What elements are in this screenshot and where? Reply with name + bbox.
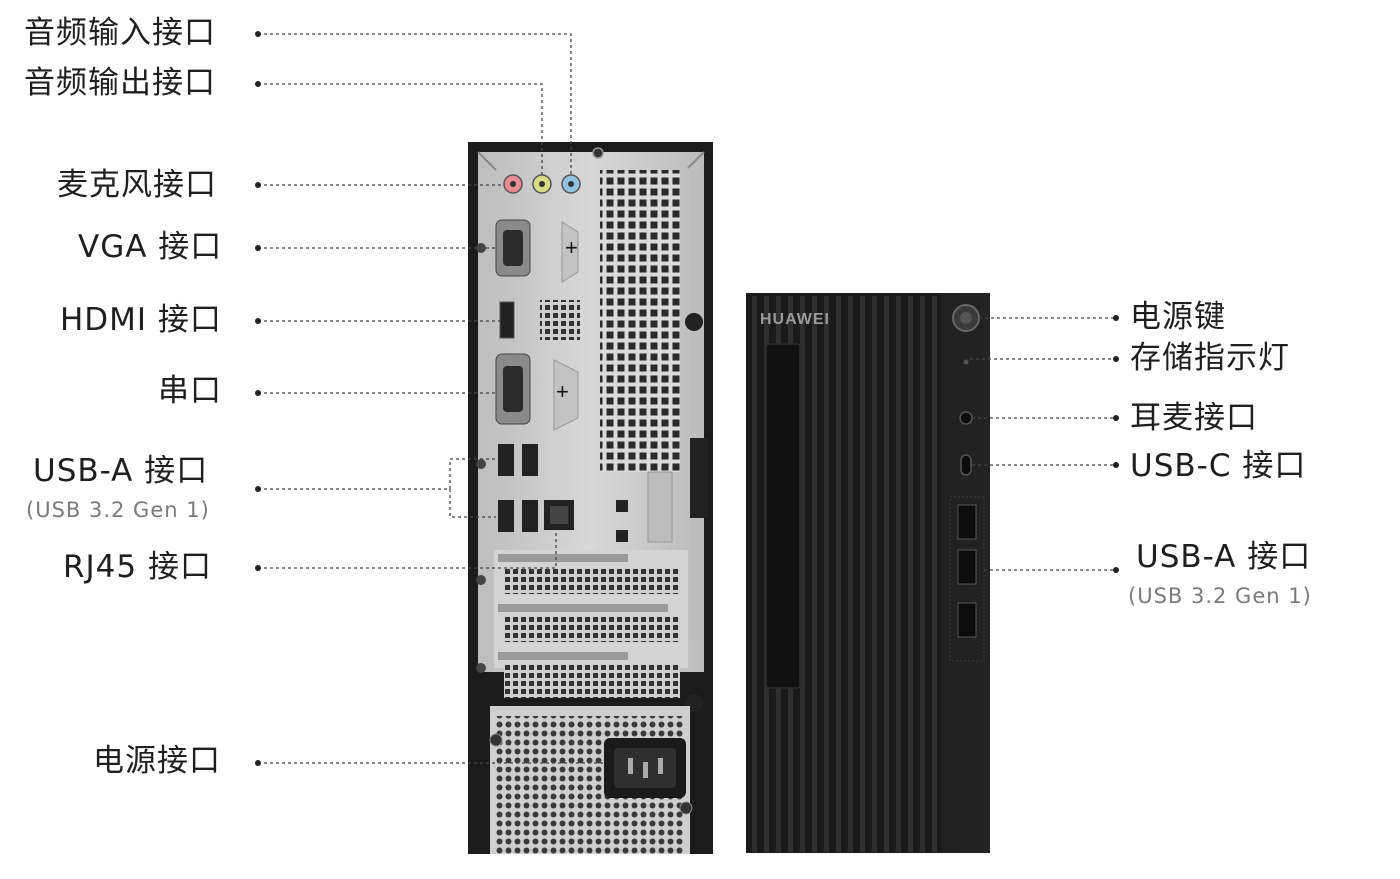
label-power-port: 电源接口 xyxy=(93,743,221,779)
rear-usb-ports xyxy=(476,444,538,532)
front-controls xyxy=(949,304,985,662)
label-usb-a-front: USB-A 接口 xyxy=(1136,539,1312,575)
serial-port: + xyxy=(495,353,579,431)
front-slat xyxy=(836,296,841,852)
leader-power-key-dot xyxy=(1113,315,1119,321)
label-rj45: RJ45 接口 xyxy=(63,549,212,585)
leader-usb-a-front-dot xyxy=(1113,567,1119,573)
front-slat xyxy=(872,296,877,852)
label-vga: VGA 接口 xyxy=(78,229,223,265)
leader-audio-out xyxy=(258,83,543,176)
front-slat xyxy=(848,296,853,852)
leader-usb-c-dot xyxy=(1113,462,1119,468)
leader-rj45-dot xyxy=(255,565,261,571)
expansion-slots xyxy=(476,550,688,698)
front-slat xyxy=(908,296,913,852)
brand-logo: HUAWEI xyxy=(760,311,830,328)
psu-section xyxy=(489,706,693,854)
front-chassis xyxy=(746,293,990,853)
front-slat xyxy=(752,296,757,852)
hdmi-port xyxy=(499,300,580,340)
label-usb-a-rear-sub: (USB 3.2 Gen 1) xyxy=(26,498,210,522)
leader-serial-dot xyxy=(255,390,261,396)
label-mic: 麦克风接口 xyxy=(57,167,217,203)
front-slat xyxy=(920,296,925,852)
front-slat xyxy=(896,296,901,852)
front-slat xyxy=(884,296,889,852)
front-slat xyxy=(860,296,865,852)
leader-storage-led-dot xyxy=(1113,356,1119,362)
svg-text:+: + xyxy=(565,235,578,260)
leader-usb-a-rear xyxy=(258,458,496,490)
leader-dots xyxy=(255,31,1119,766)
label-serial: 串口 xyxy=(158,373,222,409)
leader-audio-in xyxy=(258,33,572,176)
rear-vent-grill xyxy=(600,170,708,712)
label-audio-in: 音频输入接口 xyxy=(24,15,216,51)
leader-power-port-dot xyxy=(255,760,261,766)
leader-headset-dot xyxy=(1113,415,1119,421)
rj45-port xyxy=(544,500,574,530)
label-headset: 耳麦接口 xyxy=(1130,400,1258,436)
leader-lines xyxy=(258,33,1116,764)
leader-usb-a-rear-dot xyxy=(255,486,261,492)
leader-mic-dot xyxy=(255,182,261,188)
label-usb-a-rear: USB-A 接口 xyxy=(33,453,209,489)
label-usb-c: USB-C 接口 xyxy=(1130,448,1307,484)
leader-audio-out-dot xyxy=(255,81,261,87)
leader-audio-in-dot xyxy=(255,31,261,37)
svg-text:+: + xyxy=(556,379,569,404)
front-slat xyxy=(812,296,817,852)
label-hdmi: HDMI 接口 xyxy=(60,302,222,338)
front-slat xyxy=(824,296,829,852)
vga-port: + xyxy=(476,219,579,283)
leader-hdmi-dot xyxy=(255,318,261,324)
front-slat xyxy=(932,296,937,852)
label-audio-out: 音频输出接口 xyxy=(24,65,216,101)
label-storage-led: 存储指示灯 xyxy=(1130,340,1290,376)
leader-vga-dot xyxy=(255,245,261,251)
audio-jacks xyxy=(503,174,581,194)
label-power-key: 电源键 xyxy=(1130,299,1226,335)
front-slat xyxy=(800,296,805,852)
label-usb-a-front-sub: (USB 3.2 Gen 1) xyxy=(1128,584,1312,608)
